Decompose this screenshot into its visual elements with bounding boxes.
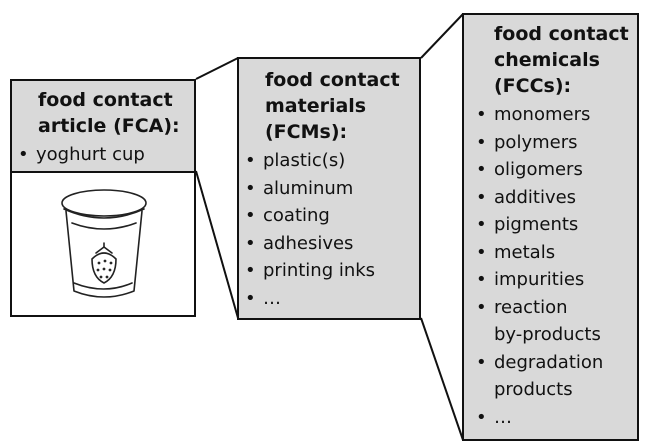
fcc-item: monomers — [464, 101, 637, 129]
connector-fca-top — [195, 57, 239, 80]
fcc-item: metals — [464, 239, 637, 267]
fca-list: yoghurt cup — [12, 141, 194, 169]
fcm-item: aluminum — [239, 175, 419, 203]
fcm-item: printing inks — [239, 257, 419, 285]
fcc-item: … — [464, 404, 637, 432]
fcc-item-continuation: by-products — [494, 324, 601, 345]
fcm-item: adhesives — [239, 230, 419, 258]
fcc-item: polymers — [464, 129, 637, 157]
connector-fca-bottom — [195, 170, 239, 319]
fcm-list: plastic(s) aluminum coating adhesives pr… — [239, 147, 419, 312]
fcc-item: pigments — [464, 211, 637, 239]
fcm-item: plastic(s) — [239, 147, 419, 175]
fcm-item: coating — [239, 202, 419, 230]
fcm-box: food contact materials (FCMs): plastic(s… — [237, 57, 421, 320]
fca-title-line-2: article (FCA): — [38, 115, 180, 137]
yoghurt-cup-image — [10, 171, 196, 317]
fcm-title-line-1: food contact — [265, 69, 400, 91]
fcc-item: oligomers — [464, 156, 637, 184]
fca-item: yoghurt cup — [12, 141, 194, 169]
fcc-item: degradation — [464, 349, 637, 377]
yoghurt-cup-icon — [61, 189, 147, 298]
fcc-list: monomers polymers oligomers additives pi… — [464, 101, 637, 431]
fcc-title-line-1: food contact — [494, 23, 629, 45]
connector-fcm-bottom — [420, 317, 464, 441]
fcc-box: food contact chemicals (FCCs): monomers … — [462, 13, 639, 441]
fcc-item: reaction — [464, 294, 637, 322]
fcm-title-line-3: (FCMs): — [265, 121, 348, 143]
connector-fcm-top — [420, 13, 464, 59]
fcm-item: … — [239, 285, 419, 313]
fca-box: food contact article (FCA): yoghurt cup — [10, 79, 196, 173]
fcc-item: impurities — [464, 266, 637, 294]
fcc-item: additives — [464, 184, 637, 212]
fcc-title-line-2: chemicals — [494, 49, 600, 71]
fca-title-line-1: food contact — [38, 89, 173, 111]
fcc-item-continuation: products — [494, 379, 573, 400]
fcm-title-line-2: materials — [265, 95, 367, 117]
fcc-title-line-3: (FCCs): — [494, 75, 572, 97]
